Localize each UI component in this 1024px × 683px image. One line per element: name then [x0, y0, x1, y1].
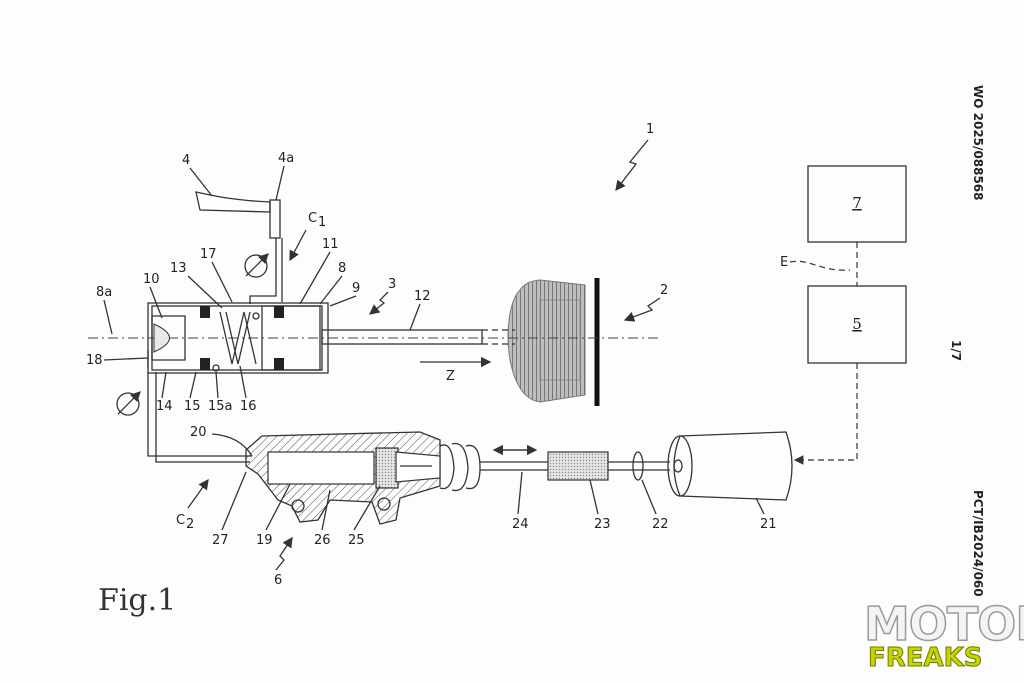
actuator-cylinder: [147, 302, 515, 374]
leader-18: [103, 357, 149, 361]
leader-e: [789, 260, 851, 271]
pedal-lever: [195, 191, 283, 304]
label-20: 20: [190, 425, 207, 440]
label-6: 6: [274, 573, 282, 588]
arrow-2: [623, 297, 661, 322]
side-text-bottom: PCT/IB2024/060: [971, 490, 985, 597]
label-23: 23: [594, 517, 611, 532]
label-z: Z: [446, 369, 455, 384]
clutch-assembly: [507, 278, 600, 406]
watermark-logo-line2: FREAKS: [868, 643, 983, 673]
ring-22: [632, 451, 644, 481]
label-21: 21: [760, 517, 777, 532]
label-9: 9: [352, 281, 360, 296]
block-5-label: 5: [852, 315, 862, 333]
side-text-middle: 1/7: [949, 340, 963, 361]
label-25: 25: [348, 533, 365, 548]
motor-21: [667, 431, 793, 501]
block-7-label: 7: [852, 194, 862, 212]
master-cylinder: [245, 431, 481, 525]
valve-symbol-upper: [244, 254, 268, 278]
side-text-top: WO 2025/088568: [971, 85, 985, 201]
signal-line-5-21: [793, 363, 858, 465]
label-12: 12: [414, 289, 431, 304]
arrow-6: [275, 536, 293, 571]
label-10: 10: [143, 272, 160, 287]
hydraulic-line-c2: [155, 372, 250, 463]
label-c2: C: [176, 513, 185, 528]
label-17: 17: [200, 247, 217, 262]
label-22: 22: [652, 517, 669, 532]
arrow-c1: [289, 229, 307, 262]
figure-title: Fig.1: [98, 583, 176, 618]
label-11: 11: [322, 237, 339, 252]
label-2: 2: [660, 283, 668, 298]
arrow-3: [368, 291, 389, 315]
arrow-1: [615, 139, 649, 192]
label-8: 8: [338, 261, 346, 276]
arrow-c2: [187, 478, 209, 509]
label-c2-sub: 2: [186, 517, 194, 532]
label-3: 3: [388, 277, 396, 292]
label-24: 24: [512, 517, 529, 532]
label-c1-sub: 1: [318, 215, 326, 230]
valve-symbol-lower: [116, 392, 140, 416]
coupling-23: [547, 451, 609, 481]
label-1: 1: [646, 122, 654, 137]
label-4: 4: [182, 153, 190, 168]
label-e: E: [780, 255, 788, 270]
label-13: 13: [170, 261, 187, 276]
watermark-logo-line1: MOTOR: [864, 597, 1024, 651]
label-15a: 15a: [208, 399, 233, 414]
label-16: 16: [240, 399, 257, 414]
label-14: 14: [156, 399, 173, 414]
label-15: 15: [184, 399, 201, 414]
leader-8a: [103, 299, 113, 335]
label-4a: 4a: [278, 151, 294, 166]
label-19: 19: [256, 533, 273, 548]
label-c1: C: [308, 211, 317, 226]
label-27: 27: [212, 533, 229, 548]
label-26: 26: [314, 533, 331, 548]
label-18: 18: [86, 353, 103, 368]
label-8a: 8a: [96, 285, 112, 300]
